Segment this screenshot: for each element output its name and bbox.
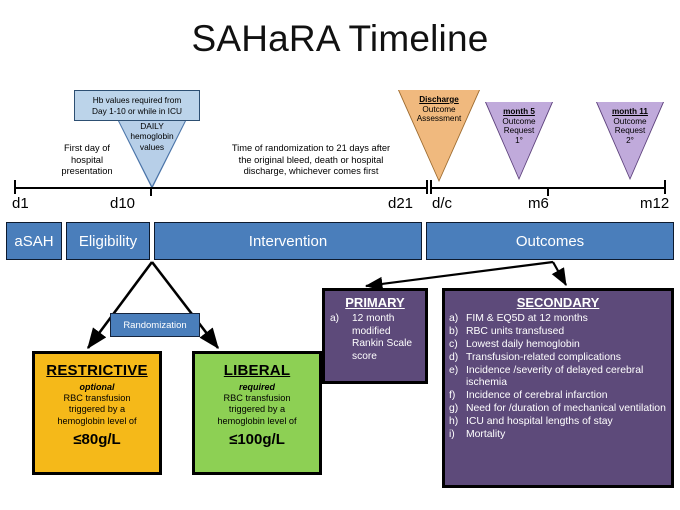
list-item: f) Incidence of cerebral infarction <box>445 390 671 402</box>
arrow-to-secondary <box>551 261 567 286</box>
phase-bar-intervention[interactable]: Intervention <box>154 222 422 260</box>
list-marker: b) <box>449 325 459 337</box>
tri-title: Discharge <box>419 95 459 104</box>
list-text: 12 month modified Rankin Scale score <box>352 313 413 362</box>
axis-tick-m6 <box>547 187 549 196</box>
list-item: e) Incidence /severity of delayed cerebra… <box>445 365 671 390</box>
phase-bar-label: Outcomes <box>515 232 585 250</box>
secondary-outcomes-box: SECONDARY a) FIM & EQ5D at 12 months b) RB… <box>442 288 674 488</box>
randomization-label: Randomization <box>123 319 187 331</box>
figure-title: SAHaRA Timeline <box>191 18 489 59</box>
list-text: Transfusion-related complications <box>466 351 621 363</box>
tri-line: Outcome <box>422 104 456 114</box>
list-text: Incidence of cerebral infarction <box>466 389 608 401</box>
list-text: RBC units transfused <box>466 325 565 337</box>
axis-tick-d21 <box>426 180 428 194</box>
primary-outcomes-list: a) 12 month modified Rankin Scale score <box>325 313 425 363</box>
month11-triangle: month 11 Outcome Request 2° <box>597 102 663 178</box>
list-item: i) Mortality <box>445 429 671 441</box>
hb-values-box: Hb values required from Day 1-10 or whil… <box>74 90 200 121</box>
list-text: Incidence /severity of delayed cerebral … <box>466 364 644 389</box>
arm-subtitle: optional <box>79 382 115 392</box>
axis-tick-dc <box>430 180 432 194</box>
month11-triangle-text: month 11 Outcome Request 2° <box>597 107 663 145</box>
list-item: g) Need for /duration of mechanical venti… <box>445 403 671 415</box>
arm-title: LIBERAL <box>223 362 291 379</box>
tri-title: month 5 <box>503 107 535 116</box>
phase-bar-label: aSAH <box>14 232 54 250</box>
axis-label-d10: d10 <box>110 195 136 212</box>
list-item: a) 12 month modified Rankin Scale score <box>325 313 425 363</box>
arm-body: RBC transfusion triggered by a hemoglobi… <box>57 393 137 426</box>
tri-line: 2° <box>626 135 634 145</box>
arm-body: RBC transfusion triggered by a hemoglobi… <box>217 393 297 426</box>
axis-label-m6: m6 <box>528 195 549 212</box>
tri-line: Assessment <box>416 114 462 124</box>
phase-bar-label: Intervention <box>248 232 328 250</box>
tri-line: Outcome <box>502 116 536 126</box>
arm-box-restrictive: RESTRICTIVE optional RBC transfusion tri… <box>32 351 162 475</box>
list-item: a) FIM & EQ5D at 12 months <box>445 313 671 325</box>
list-item: b) RBC units transfused <box>445 326 671 338</box>
phase-bar-asah[interactable]: aSAH <box>6 222 62 260</box>
axis-tick-d1 <box>14 180 16 194</box>
list-marker: e) <box>449 364 459 376</box>
list-marker: h) <box>449 415 459 427</box>
phase-bar-label: Eligibility <box>78 232 138 250</box>
axis-label-d1: d1 <box>12 195 29 212</box>
annotation-randomization-window: Time of randomization to 21 days after t… <box>231 143 391 177</box>
month5-triangle: month 5 Outcome Request 1° <box>486 102 552 178</box>
list-marker: a) <box>330 313 340 324</box>
axis-label-d21: d21 <box>388 195 414 212</box>
tri-line: Outcome <box>613 116 647 126</box>
list-text: Lowest daily hemoglobin <box>466 338 580 350</box>
tri-line: hemoglobin <box>130 131 174 142</box>
tri-line: DAILY <box>140 121 164 131</box>
list-marker: a) <box>449 313 459 324</box>
tri-line: values <box>139 141 165 152</box>
arrow-to-primary <box>364 260 554 291</box>
list-marker: g) <box>449 402 459 414</box>
list-marker: d) <box>449 351 459 363</box>
phase-bar-outcomes[interactable]: Outcomes <box>426 222 674 260</box>
discharge-triangle-text: Discharge Outcome Assessment <box>399 95 479 124</box>
list-text: ICU and hospital lengths of stay <box>466 415 613 427</box>
month5-triangle-text: month 5 Outcome Request 1° <box>486 107 552 145</box>
arm-subtitle: required <box>238 382 275 392</box>
list-text: FIM & EQ5D at 12 months <box>466 313 588 324</box>
tri-title: month 11 <box>612 107 648 116</box>
axis-label-dc: d/c <box>432 195 453 212</box>
primary-outcomes-title: PRIMARY <box>345 295 405 310</box>
list-item: h) ICU and hospital lengths of stay <box>445 416 671 428</box>
daily-hemoglobin-triangle-text: DAILY hemoglobin values <box>111 121 193 152</box>
arm-threshold: ≤100g/L <box>229 431 285 449</box>
tri-line: Request <box>614 126 646 136</box>
list-marker: i) <box>449 428 455 440</box>
list-item: c) Lowest daily hemoglobin <box>445 339 671 351</box>
arm-box-liberal: LIBERAL required RBC transfusion trigger… <box>192 351 322 475</box>
secondary-outcomes-list: a) FIM & EQ5D at 12 months b) RBC units tr… <box>445 313 671 441</box>
tri-line: 1° <box>515 135 523 145</box>
list-text: Mortality <box>466 428 506 440</box>
list-marker: f) <box>449 389 456 401</box>
list-marker: c) <box>449 338 458 350</box>
arm-threshold: ≤80g/L <box>73 431 121 449</box>
axis-label-m12: m12 <box>640 195 670 212</box>
axis-tick-d10 <box>150 187 152 196</box>
randomization-box[interactable]: Randomization <box>110 313 200 337</box>
list-item: d) Transfusion-related complications <box>445 352 671 364</box>
list-text: Need for /duration of mechanical ventila… <box>466 402 666 414</box>
annotation-first-day: First day of hospital presentation <box>61 143 113 177</box>
hb-values-text: Hb values required from Day 1-10 or whil… <box>92 95 182 116</box>
arm-title: RESTRICTIVE <box>46 362 148 379</box>
tri-line: Request <box>503 126 535 136</box>
phase-bar-eligibility[interactable]: Eligibility <box>66 222 150 260</box>
axis-tick-m12 <box>664 180 666 194</box>
timeline-axis-left <box>14 187 428 189</box>
secondary-outcomes-title: SECONDARY <box>516 295 600 310</box>
primary-outcomes-box: PRIMARY a) 12 month modified Rankin Scal… <box>322 288 428 384</box>
